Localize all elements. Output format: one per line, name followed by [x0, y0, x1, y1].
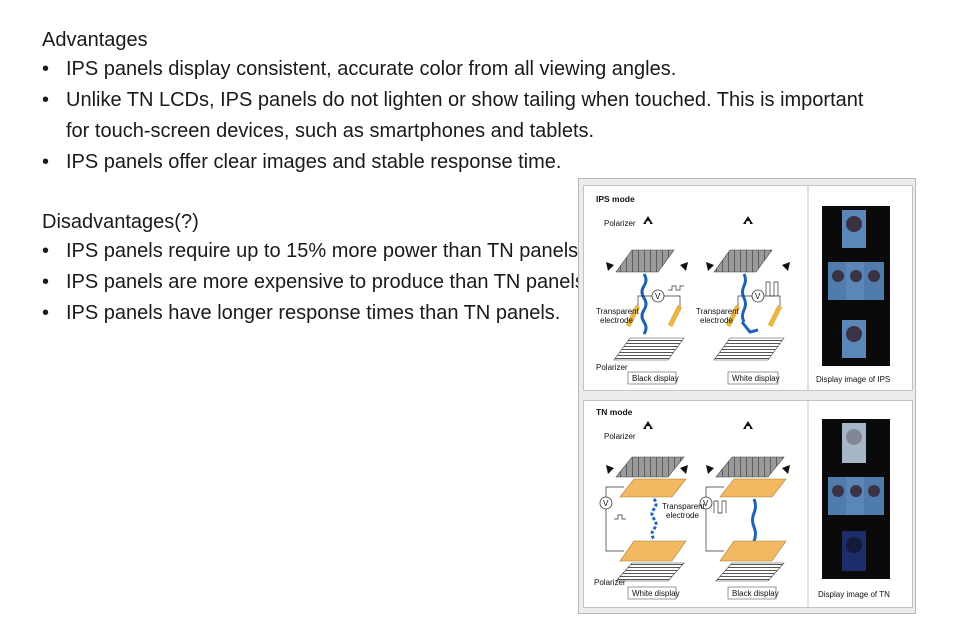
polarizer-shape: [615, 456, 685, 478]
list-item: Unlike TN LCDs, IPS panels do not lighte…: [42, 85, 872, 147]
disadvantages-list: IPS panels require up to 15% more power …: [42, 236, 872, 329]
electrode-shape: [719, 540, 787, 562]
electrode-label: Transparent: [662, 502, 706, 511]
liquid-crystal-column: [751, 498, 757, 542]
ips-mode-title: IPS mode: [596, 194, 635, 204]
svg-text:V: V: [655, 292, 661, 301]
svg-text:V: V: [603, 499, 609, 508]
electrode-shape: [725, 304, 741, 328]
list-item: IPS panels require up to 15% more power …: [42, 236, 872, 267]
polarizer-label: Polarizer: [594, 578, 626, 587]
polarizer-shape: [715, 562, 785, 582]
electrode-label: Transparent: [696, 307, 740, 316]
electrode-shape: [619, 540, 687, 562]
electrode-label: Transparent: [596, 307, 640, 316]
caption-tn-image: Display image of TN: [818, 590, 890, 599]
caption-black-display: Black display: [732, 589, 779, 598]
polarizer-shape: [615, 562, 685, 582]
electrode-shape: [625, 304, 641, 328]
ips-vs-tn-figure: IPS mode: [578, 178, 916, 614]
electrode-shape: [719, 478, 787, 498]
tn-mode-title: TN mode: [596, 407, 633, 417]
electrode-label: electrode: [600, 316, 633, 325]
advantages-list: IPS panels display consistent, accurate …: [42, 54, 872, 178]
caption-white-display: White display: [732, 374, 780, 383]
polarizer-shape: [615, 249, 675, 273]
list-item: IPS panels display consistent, accurate …: [42, 54, 872, 85]
svg-text:V: V: [755, 292, 761, 301]
list-item: IPS panels offer clear images and stable…: [42, 147, 872, 178]
list-item: IPS panels are more expensive to produce…: [42, 267, 872, 298]
ips-diagram: IPS mode: [596, 186, 890, 390]
polarizer-label: Polarizer: [604, 432, 636, 441]
tn-mode-panel: TN mode Polarizer: [583, 400, 913, 608]
polarizer-label: Polarizer: [596, 363, 628, 372]
electrode-label: electrode: [700, 316, 733, 325]
polarizer-shape: [713, 337, 785, 361]
electrode-shape: [619, 478, 687, 498]
liquid-crystal-column: [741, 273, 747, 323]
disadvantages-heading: Disadvantages(?): [42, 211, 199, 233]
tn-diagram: TN mode Polarizer: [594, 401, 890, 607]
caption-white-display: White display: [632, 589, 680, 598]
list-item: IPS panels have longer response times th…: [42, 298, 872, 329]
electrode-label: electrode: [666, 511, 699, 520]
polarizer-shape: [613, 337, 685, 361]
polarizer-shape: [713, 249, 773, 273]
liquid-crystal-column: [640, 273, 648, 335]
polarizer-shape: [715, 456, 785, 478]
liquid-crystal-column: [650, 498, 658, 540]
electrode-shape: [767, 304, 783, 328]
slide-text: Advantages IPS panels display consistent…: [42, 26, 872, 329]
eye-icon: [606, 216, 790, 271]
electrode-shape: [667, 304, 683, 328]
svg-text:V: V: [703, 499, 709, 508]
polarizer-label: Polarizer: [604, 219, 636, 228]
caption-black-display: Black display: [632, 374, 679, 383]
advantages-heading: Advantages: [42, 29, 148, 51]
eye-icon: [606, 421, 790, 474]
ips-mode-panel: IPS mode: [583, 185, 913, 391]
caption-ips-image: Display image of IPS: [816, 375, 890, 384]
